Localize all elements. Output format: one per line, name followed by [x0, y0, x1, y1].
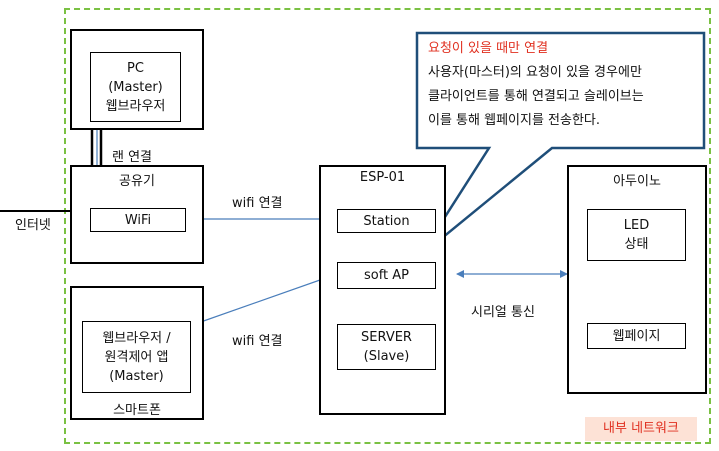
arduino-led-label: LED — [623, 218, 650, 233]
smartphone-app-line2: 원격제어 앱 — [104, 349, 169, 365]
router-wifi-label: WiFi — [124, 212, 152, 228]
esp-station-box: Station — [337, 209, 436, 233]
callout-text: 요청이 있을 때만 연결 사용자(마스터)의 요청이 있을 경우에만 클라이언트… — [428, 37, 644, 133]
arduino-title: 아두이노 — [613, 174, 661, 189]
smartphone-app-box: 웹브라우저 / 원격제어 앱 (Master) — [82, 321, 191, 393]
arduino-box — [567, 165, 707, 394]
internal-network-label: 내부 네트워크 — [585, 417, 697, 441]
pc-role: (Master) — [108, 79, 163, 95]
esp-server-box: SERVER (Slave) — [337, 324, 436, 370]
arduino-webpage-box: 웹페이지 — [587, 323, 686, 349]
router-wifi-box: WiFi — [90, 208, 186, 232]
lan-connection-label: 랜 연결 — [112, 150, 153, 165]
arduino-led-state: 상태 — [624, 237, 649, 252]
wifi-connection-label-top: wifi 연결 — [232, 196, 283, 211]
callout-line-2: 클라이언트를 통해 연결되고 슬레이브는 — [428, 89, 644, 104]
smartphone-title: 스마트폰 — [113, 403, 161, 418]
router-title: 공유기 — [119, 174, 155, 189]
esp-softap-box: soft AP — [337, 262, 436, 289]
pc-app: 웹브라우저 — [105, 98, 166, 114]
esp-server-role: (Slave) — [363, 349, 410, 364]
callout-line-3: 이를 통해 웹페이지를 전송한다. — [428, 113, 601, 128]
esp-station-label: Station — [363, 213, 410, 229]
callout-title: 요청이 있을 때만 연결 — [428, 41, 549, 56]
phone-softap-arrow — [194, 272, 338, 326]
arduino-led-box: LED 상태 — [587, 209, 686, 261]
arduino-webpage-label: 웹페이지 — [612, 328, 661, 344]
smartphone-app-role: (Master) — [109, 368, 164, 384]
pc-label: PC — [127, 60, 144, 76]
serial-communication-label: 시리얼 통신 — [471, 305, 535, 320]
callout-line-1: 사용자(마스터)의 요청이 있을 경우에만 — [428, 65, 642, 80]
esp-server-label: SERVER — [361, 330, 412, 345]
esp01-box — [319, 165, 446, 415]
wifi-connection-label-bottom: wifi 연결 — [232, 334, 283, 349]
smartphone-app-line1: 웹브라우저 / — [102, 330, 171, 346]
internal-network-boundary — [64, 8, 711, 444]
internet-label: 인터넷 — [15, 218, 51, 233]
esp01-title: ESP-01 — [359, 170, 406, 185]
callout-bubble — [415, 31, 706, 257]
esp-softap-label: soft AP — [363, 268, 410, 283]
pc-browser-box: PC (Master) 웹브라우저 — [90, 52, 181, 122]
